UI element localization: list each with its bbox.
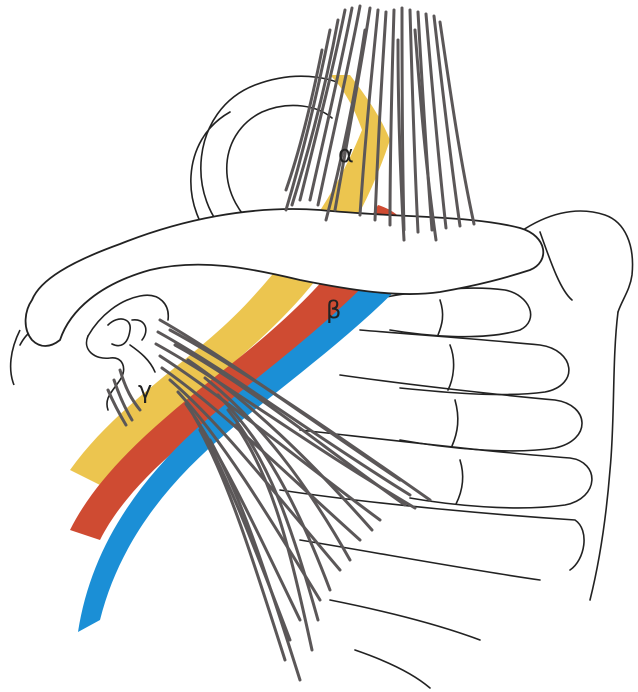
upper-muscle-fibers — [286, 6, 474, 240]
label-beta: β — [326, 296, 341, 324]
label-gamma: γ — [138, 376, 152, 404]
label-alpha: α — [338, 140, 354, 168]
